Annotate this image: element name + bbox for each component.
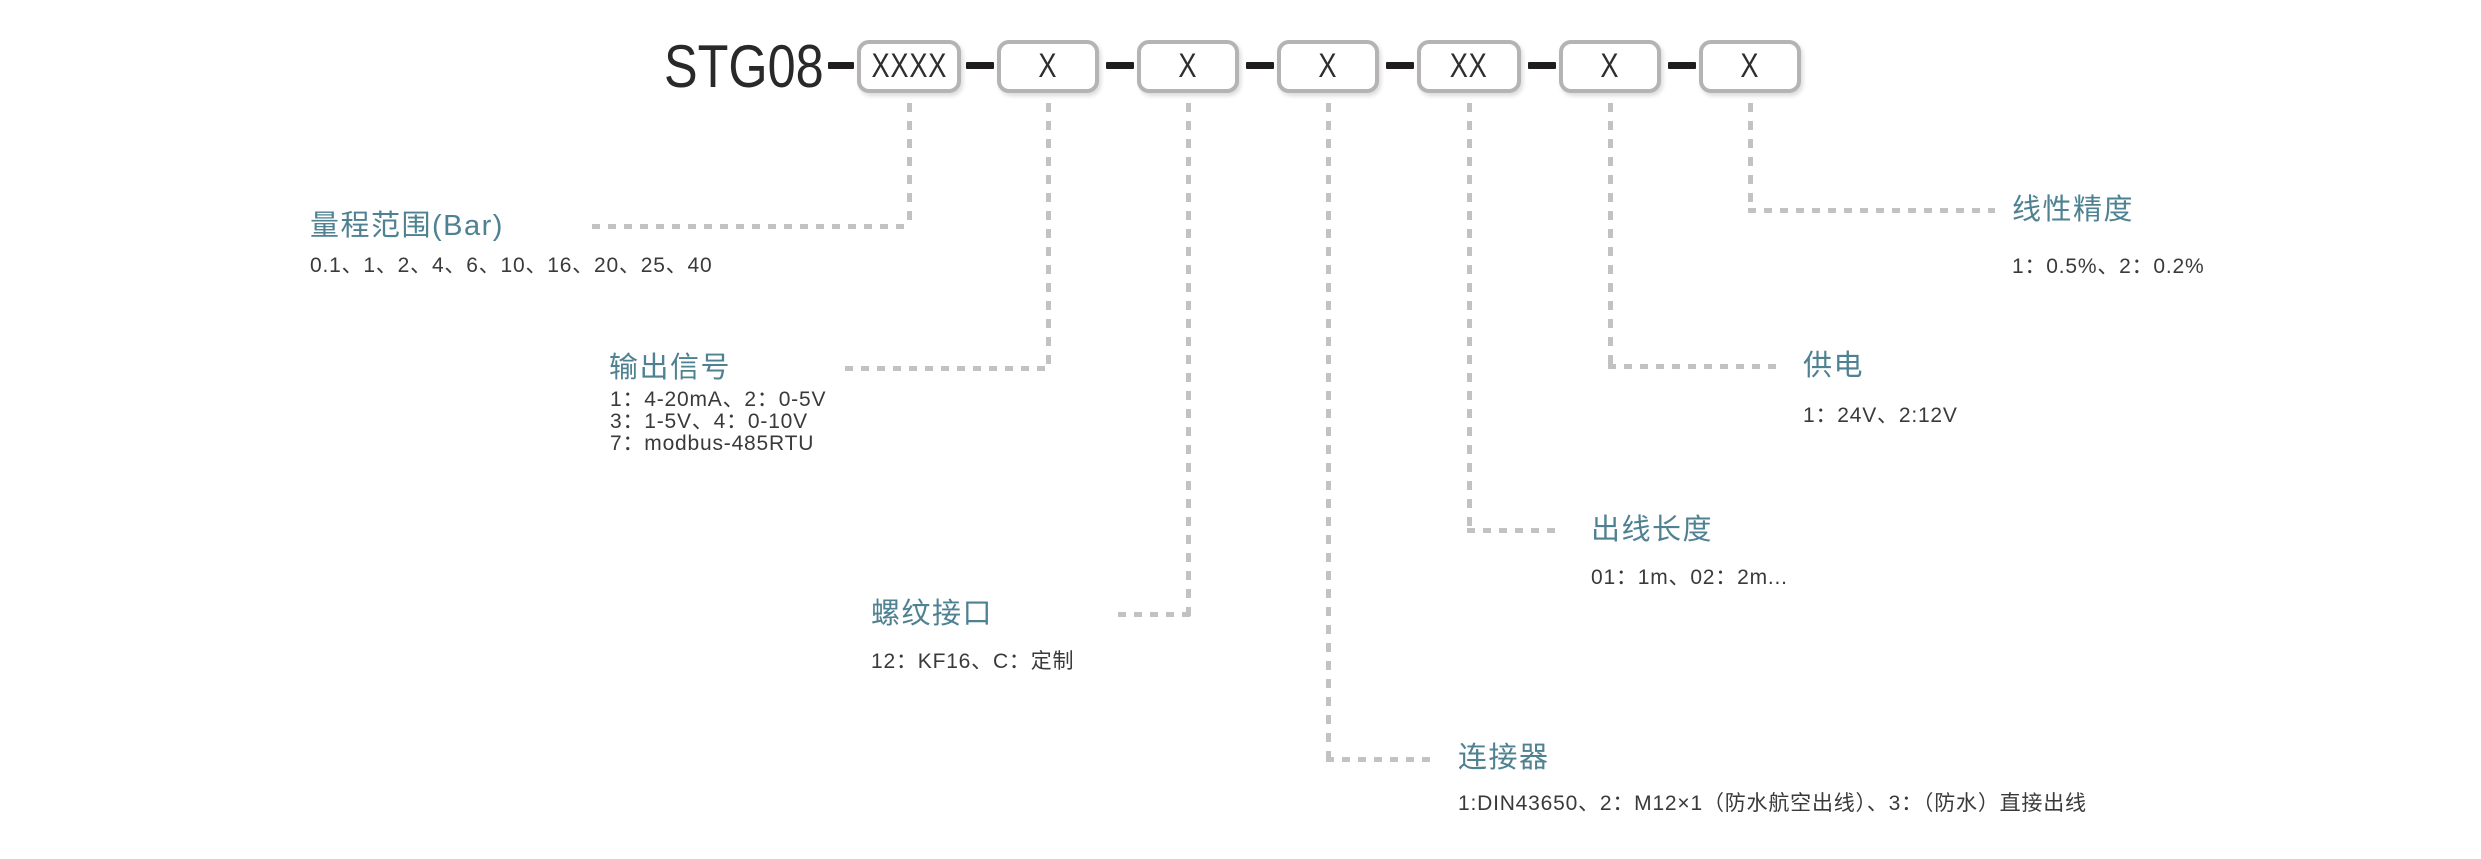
segment-separator	[1668, 62, 1696, 69]
model-segment-text: XXXX	[871, 47, 947, 85]
leader-thread-horizontal	[1118, 612, 1191, 617]
field-label-accuracy: 线性精度	[2012, 194, 2135, 226]
segment-separator	[1528, 62, 1556, 69]
field-value-line: 1:DIN43650、2：M12×1（防水航空出线）、3：（防水）直接出线	[1458, 792, 2087, 815]
leader-power-vertical	[1608, 103, 1613, 368]
model-segment-text: XX	[1450, 47, 1488, 85]
leader-output-horizontal	[845, 366, 1051, 371]
field-value-line: 7：modbus-485RTU	[610, 432, 815, 455]
field-value-line: 0.1、1、2、4、6、10、16、20、25、40	[310, 254, 713, 277]
leader-output-vertical	[1046, 103, 1051, 370]
model-prefix-text: STG08	[664, 33, 824, 100]
model-segment-box: X	[1699, 40, 1801, 93]
field-values-output: 1：4-20mA、2：0-5V 3：1-5V、4：0-10V 7：modbus-…	[610, 389, 826, 455]
field-value-line: 01：1m、02：2m...	[1591, 566, 1788, 589]
field-value-line: 12：KF16、C：定制	[871, 650, 1075, 673]
field-value-line: 3：1-5V、4：0-10V	[610, 410, 808, 433]
field-values-accuracy: 1：0.5%、2：0.2%	[2012, 256, 2205, 278]
leader-cable-horizontal	[1467, 528, 1562, 533]
model-segment-text: X	[1178, 47, 1198, 85]
segment-separator	[1106, 62, 1134, 69]
segment-separator	[1246, 62, 1274, 69]
field-label-cable: 出线长度	[1591, 514, 1714, 546]
model-segment-box: X	[1137, 40, 1239, 93]
leader-cable-vertical	[1467, 103, 1472, 532]
leader-connector-vertical	[1326, 103, 1331, 761]
field-values-thread: 12：KF16、C：定制	[871, 651, 1074, 673]
leader-range-horizontal	[592, 224, 912, 229]
field-values-range: 0.1、1、2、4、6、10、16、20、25、40	[310, 255, 713, 277]
field-value-line: 1：4-20mA、2：0-5V	[610, 388, 827, 411]
model-prefix: STG08	[664, 33, 834, 100]
segment-separator	[828, 62, 854, 69]
leader-connector-horizontal	[1326, 757, 1438, 762]
model-segment-box: X	[1277, 40, 1379, 93]
field-values-connector: 1:DIN43650、2：M12×1（防水航空出线）、3：（防水）直接出线	[1458, 793, 2087, 815]
field-values-cable: 01：1m、02：2m...	[1591, 567, 1788, 589]
leader-power-horizontal	[1608, 364, 1784, 369]
field-label-range: 量程范围(Bar)	[310, 210, 504, 242]
field-value-line: 1：24V、2:12V	[1803, 404, 1958, 427]
leader-range-vertical	[907, 103, 912, 228]
model-segment-text: X	[1600, 47, 1620, 85]
model-segment-box: XXXX	[857, 40, 961, 93]
field-label-connector: 连接器	[1458, 742, 1550, 774]
leader-accuracy-horizontal	[1748, 208, 1995, 213]
segment-separator	[966, 62, 994, 69]
model-segment-box: X	[997, 40, 1099, 93]
field-label-thread: 螺纹接口	[871, 598, 994, 630]
field-value-line: 1：0.5%、2：0.2%	[2012, 255, 2205, 278]
model-segment-box: X	[1559, 40, 1661, 93]
field-label-output: 输出信号	[609, 352, 732, 384]
leader-thread-vertical	[1186, 103, 1191, 616]
field-label-power: 供电	[1803, 350, 1865, 382]
field-values-power: 1：24V、2:12V	[1803, 405, 1958, 427]
model-segment-box: XX	[1417, 40, 1521, 93]
segment-separator	[1386, 62, 1414, 69]
model-segment-text: X	[1038, 47, 1058, 85]
model-segment-text: X	[1740, 47, 1760, 85]
leader-accuracy-vertical	[1748, 103, 1753, 212]
model-segment-text: X	[1318, 47, 1338, 85]
